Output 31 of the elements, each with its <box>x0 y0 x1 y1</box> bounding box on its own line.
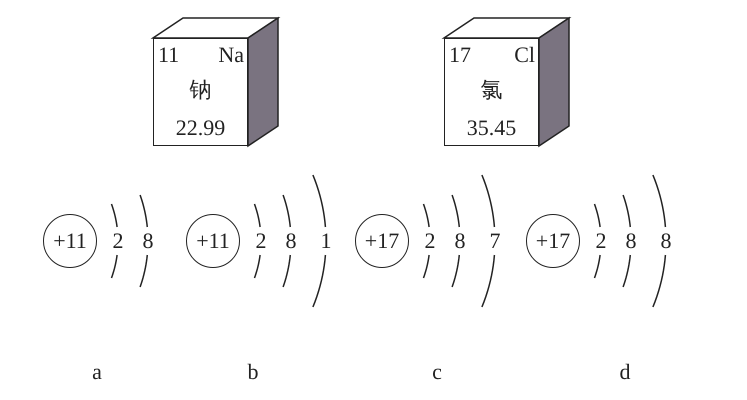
electron-count: 7 <box>490 230 500 252</box>
atomic-mass: 35.45 <box>466 117 516 139</box>
electron-count: 2 <box>256 230 266 252</box>
nuclear-charge: +17 <box>364 228 400 254</box>
electron-count: 8 <box>142 230 154 252</box>
diagram-letter: d <box>620 361 630 383</box>
nuclear-charge: +11 <box>53 228 87 254</box>
electron-count: 8 <box>286 230 296 252</box>
atomic-mass: 22.99 <box>176 117 226 139</box>
electron-count: 2 <box>112 230 124 252</box>
nuclear-charge: +17 <box>536 228 570 254</box>
nucleus-circle <box>355 214 409 268</box>
element-symbol: Na <box>218 44 244 66</box>
nucleus-circle <box>43 214 97 268</box>
diagram-letter: b <box>248 361 258 383</box>
electron-count: 2 <box>424 230 436 252</box>
element-name: 钠 <box>190 79 212 101</box>
electron-count: 2 <box>596 230 606 252</box>
nucleus-circle <box>186 214 240 268</box>
electron-count: 8 <box>626 230 636 252</box>
element-symbol: Cl <box>514 44 535 66</box>
nucleus-circle <box>526 214 580 268</box>
electron-count: 8 <box>660 230 672 252</box>
element-name: 氯 <box>480 79 502 101</box>
nuclear-charge: +11 <box>196 228 230 254</box>
electron-count: 1 <box>320 230 332 252</box>
atomic-number: 17 <box>449 44 471 66</box>
diagram-letter: c <box>432 361 442 383</box>
atomic-number: 11 <box>158 44 180 66</box>
electron-count: 8 <box>454 230 466 252</box>
diagram-letter: a <box>92 361 102 383</box>
